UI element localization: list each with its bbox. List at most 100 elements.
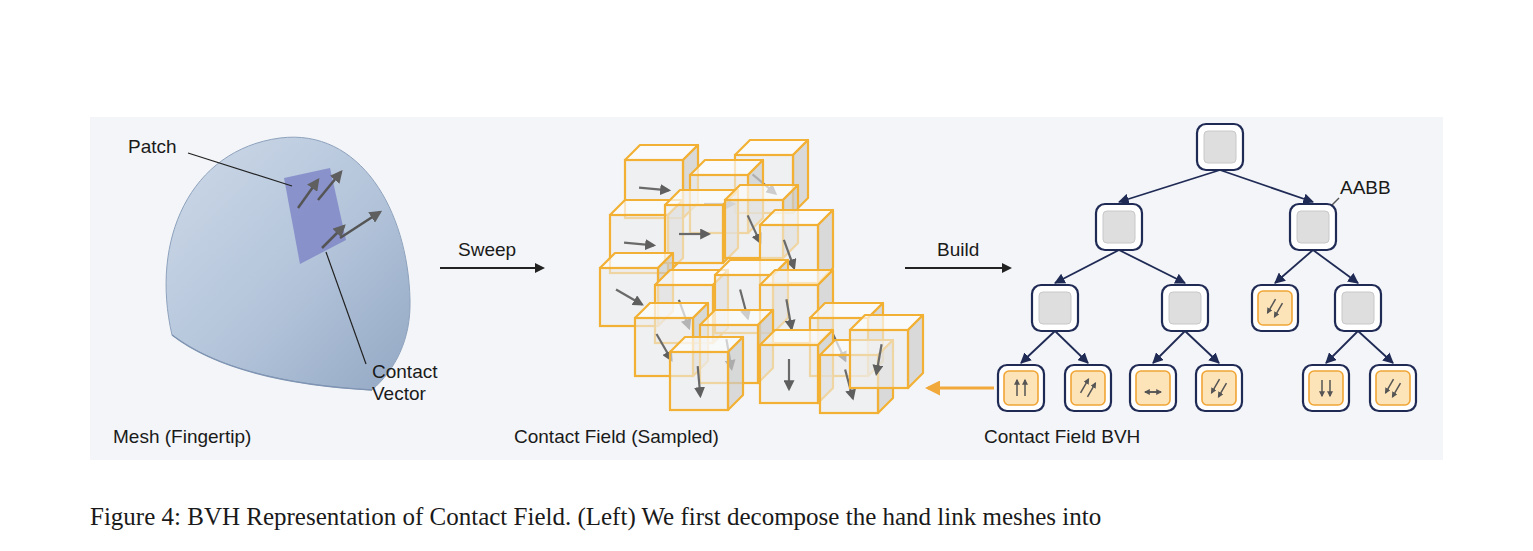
- node-outline: [1130, 365, 1176, 411]
- leaf-vector: [1329, 380, 1331, 396]
- tree-link: [1119, 170, 1220, 202]
- aabb-node: [1290, 204, 1336, 250]
- part-label: AABB: [1340, 177, 1391, 199]
- leaf-vector: [1145, 391, 1161, 393]
- tree-link: [1358, 331, 1393, 363]
- leaf-node: [1252, 285, 1298, 331]
- fingertip-mesh: [166, 137, 410, 390]
- leaf-node: [998, 365, 1044, 411]
- leaf-vector: [1321, 380, 1323, 396]
- aabb-node: [1162, 285, 1208, 331]
- tree-link: [1275, 250, 1313, 283]
- contact-vector: [616, 290, 642, 305]
- node-outline: [1196, 365, 1242, 411]
- leaf-vector: [1087, 383, 1095, 397]
- leaf-vector: [1386, 379, 1394, 393]
- node-outline: [1162, 285, 1208, 331]
- panel-label: Mesh (Fingertip): [113, 426, 251, 448]
- tree-link: [1055, 331, 1088, 363]
- panel-ground: [90, 117, 1443, 460]
- leaf-vector: [1268, 299, 1276, 313]
- contact-vector: [340, 212, 380, 238]
- leaf-node: [1370, 365, 1416, 411]
- tree-link: [1220, 170, 1313, 202]
- contact-vector: [679, 233, 709, 235]
- leaf-node: [1303, 365, 1349, 411]
- leaf-inner: [1071, 371, 1105, 405]
- leaf-node: [1065, 365, 1111, 411]
- tree-link: [1185, 331, 1219, 363]
- aabb-node: [1335, 285, 1381, 331]
- node-outline: [1197, 124, 1243, 170]
- leaf-inner: [1258, 291, 1292, 325]
- cube-side: [908, 315, 923, 388]
- step-label: Build: [937, 239, 979, 261]
- leaf-vector: [1024, 380, 1026, 396]
- contact-vector: [788, 359, 790, 389]
- leaf-node: [1130, 365, 1176, 411]
- leaf-vector: [1081, 379, 1089, 393]
- contact-vector: [786, 299, 791, 329]
- aabb-inner: [1297, 211, 1329, 243]
- aabb-inner: [1204, 131, 1236, 163]
- aabb-inner: [1039, 292, 1071, 324]
- panel-label: Contact Field (Sampled): [514, 426, 719, 448]
- tree-link: [1119, 250, 1185, 283]
- leader-line: [188, 153, 292, 186]
- cube-front: [670, 352, 728, 410]
- cube-side: [728, 337, 743, 410]
- figure-caption: Figure 4: BVH Representation of Contact …: [90, 502, 1101, 532]
- leaf-inner: [1376, 371, 1410, 405]
- leaf-inner: [1309, 371, 1343, 405]
- node-outline: [1290, 204, 1336, 250]
- step-label: Sweep: [458, 239, 516, 261]
- contact-patch: [284, 168, 346, 264]
- mesh-rim: [172, 335, 372, 390]
- leaf-vector: [1016, 380, 1018, 396]
- leaf-vector: [1145, 391, 1161, 393]
- node-outline: [1032, 285, 1078, 331]
- leaf-vector: [1392, 383, 1400, 397]
- sample-cube: [850, 315, 923, 388]
- node-outline: [1370, 365, 1416, 411]
- aabb-node: [1197, 124, 1243, 170]
- node-outline: [1335, 285, 1381, 331]
- contact-vector: [318, 172, 341, 200]
- node-outline: [1252, 285, 1298, 331]
- leaf-inner: [1202, 371, 1236, 405]
- panel-label: Contact Field BVH: [984, 426, 1140, 448]
- tree-link: [1021, 331, 1055, 363]
- cube-front: [760, 345, 818, 403]
- aabb-node: [1032, 285, 1078, 331]
- contact-vector: [698, 366, 701, 396]
- contact-vector: [876, 344, 881, 374]
- tree-link: [1153, 331, 1185, 363]
- contact-vector: [298, 180, 318, 208]
- contact-vector: [639, 188, 669, 191]
- sample-cube: [670, 337, 743, 410]
- tree-link: [1055, 250, 1119, 283]
- node-outline: [1303, 365, 1349, 411]
- leader-line: [326, 252, 366, 364]
- sweep-arrow: [440, 267, 543, 269]
- leaf-node: [1196, 365, 1242, 411]
- cube-front: [850, 330, 908, 388]
- leaf-vector: [1212, 379, 1220, 393]
- part-label: Patch: [128, 136, 177, 158]
- contact-vector: [748, 215, 761, 242]
- tree-link: [1326, 331, 1358, 363]
- aabb-inner: [1169, 292, 1201, 324]
- node-outline: [1065, 365, 1111, 411]
- part-label: Contact Vector: [372, 361, 437, 405]
- tree-link: [1313, 250, 1358, 283]
- aabb-inner: [1342, 292, 1374, 324]
- node-outline: [998, 365, 1044, 411]
- reference-arrow: [928, 387, 994, 390]
- node-outline: [1096, 204, 1142, 250]
- contact-vector: [624, 243, 654, 246]
- leaf-inner: [1136, 371, 1170, 405]
- build-arrow: [905, 267, 1010, 269]
- aabb-node: [1096, 204, 1142, 250]
- leaf-vector: [1274, 303, 1282, 317]
